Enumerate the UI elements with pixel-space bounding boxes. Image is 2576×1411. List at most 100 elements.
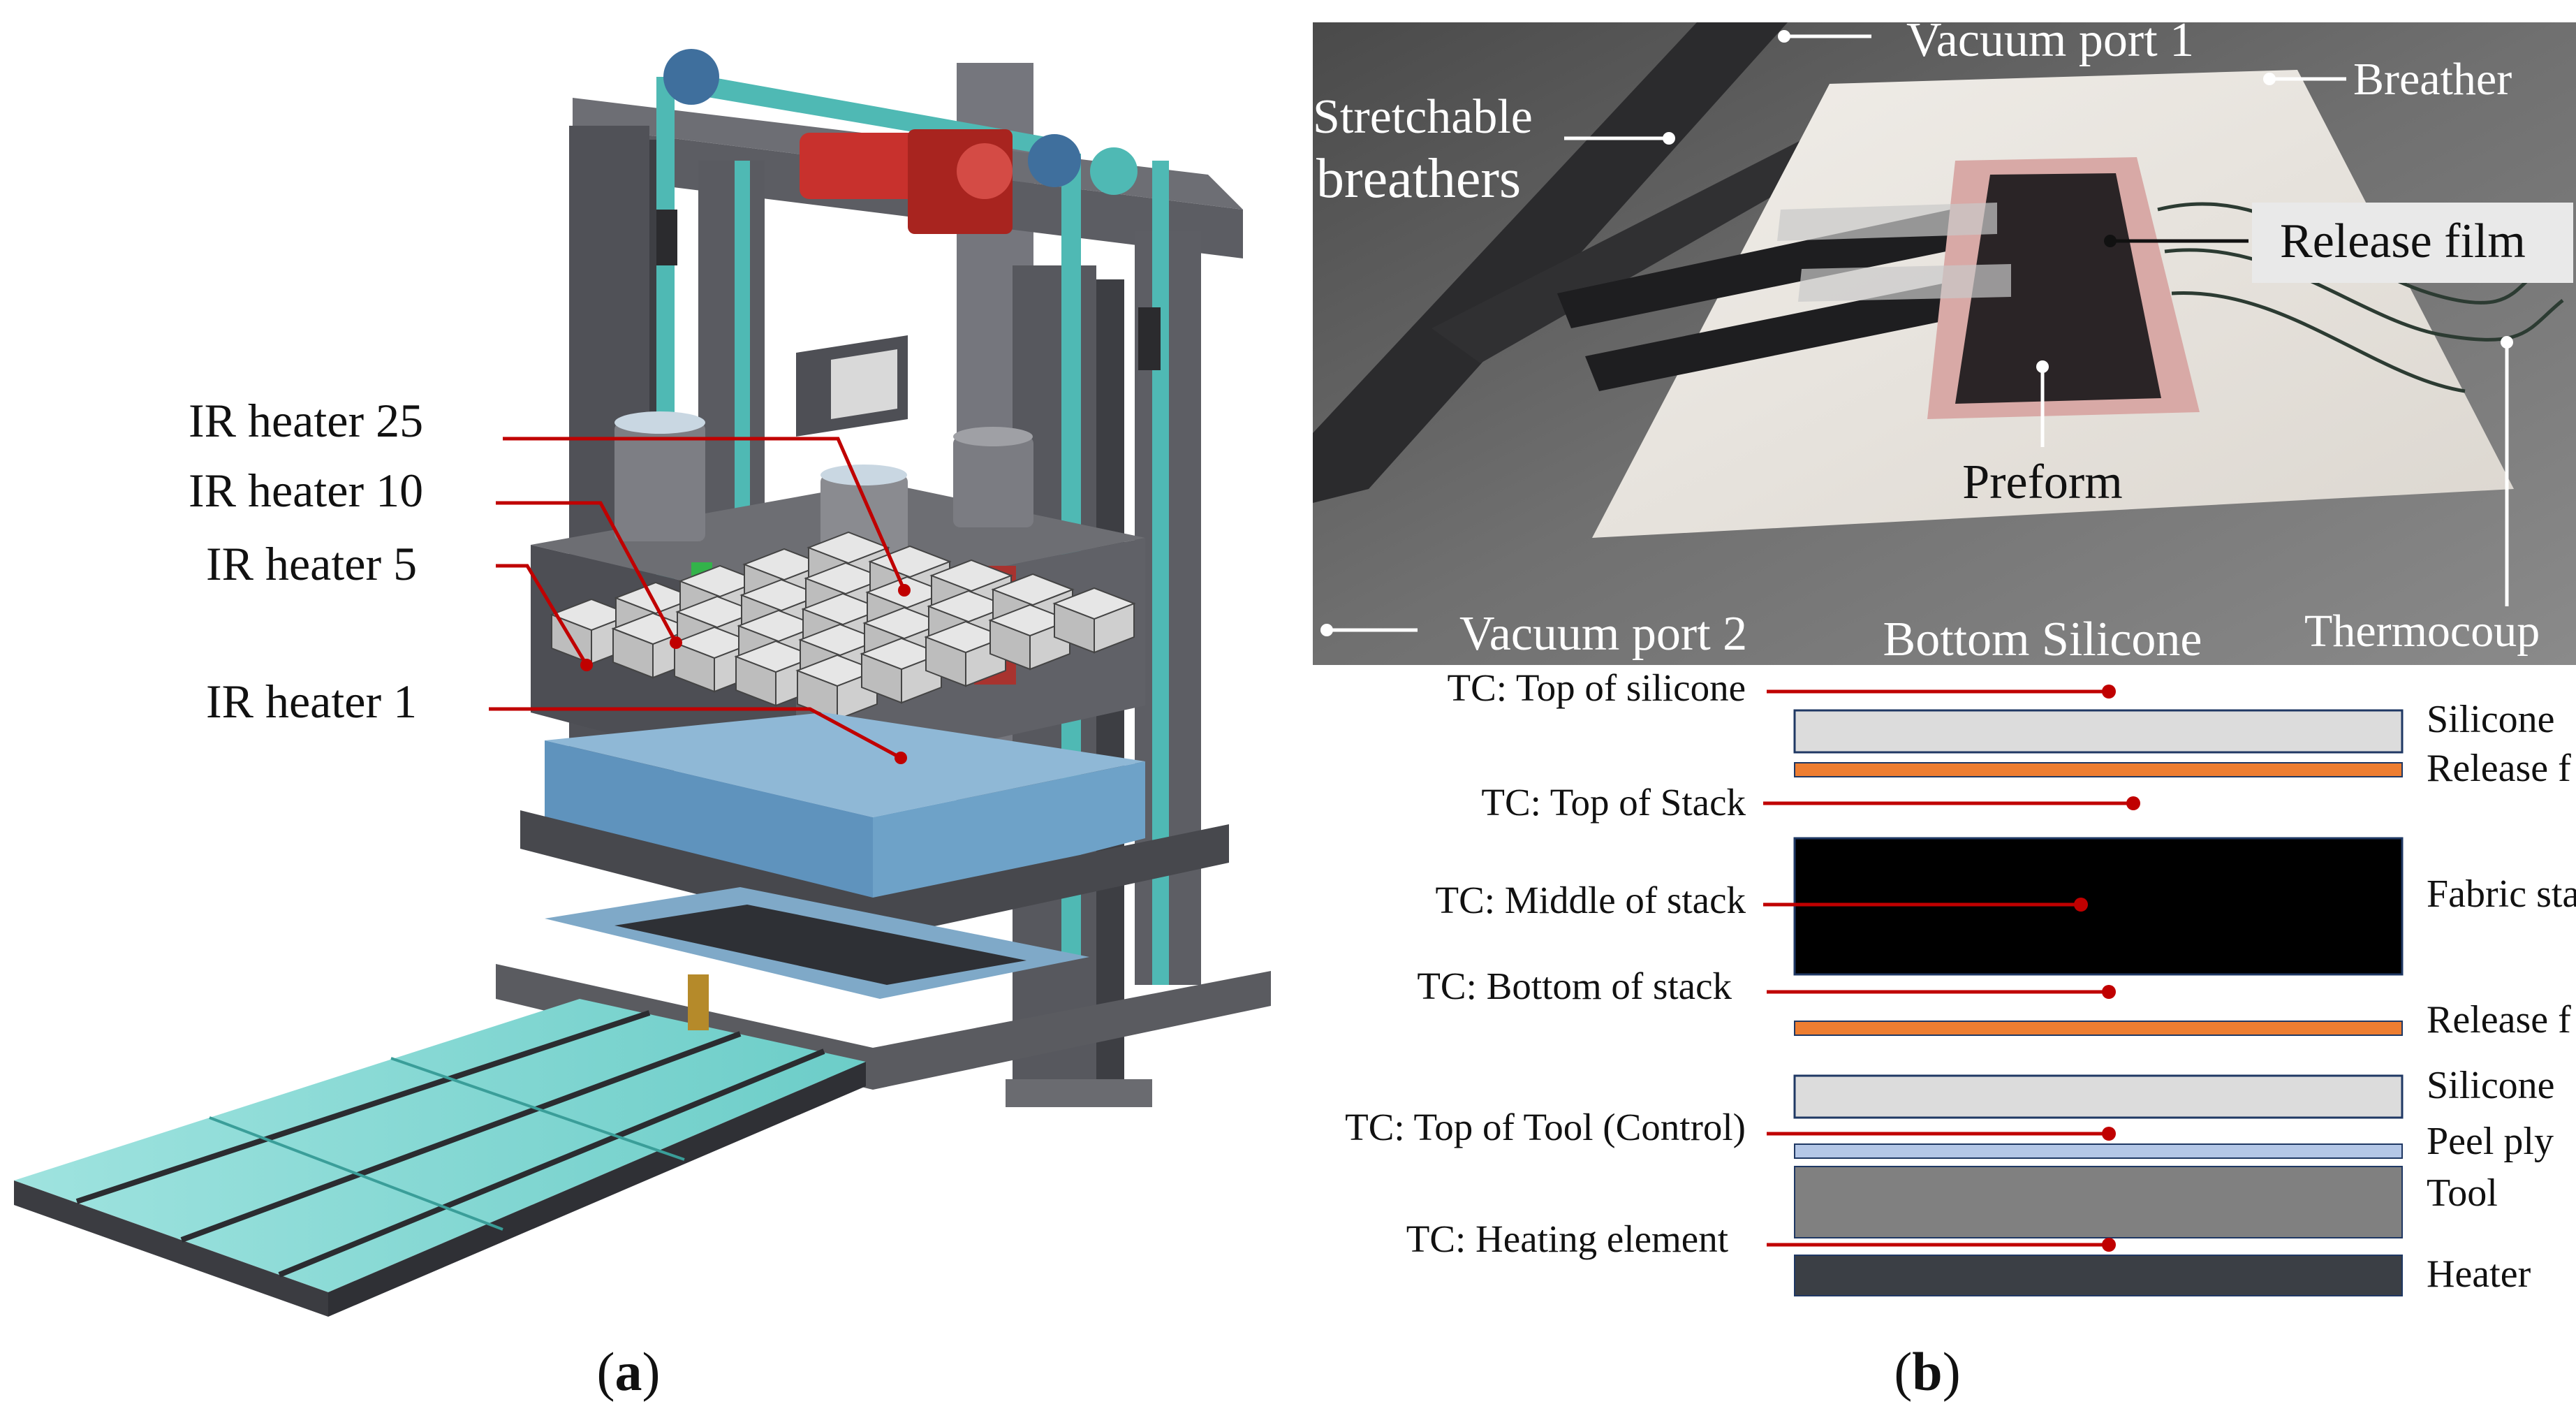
cylinder-1 xyxy=(614,423,705,541)
tc-middle-of-stack-dot xyxy=(2074,898,2088,912)
ir-heater-1-label: IR heater 1 xyxy=(206,675,417,728)
rail-line-4 xyxy=(209,1116,503,1231)
ir-heater-10-leader xyxy=(496,501,678,644)
left-spring xyxy=(656,210,677,265)
layer-bottom-silicone xyxy=(1793,1074,2404,1119)
ir-heater-10-leader-dot xyxy=(670,636,682,649)
gearbox-hub xyxy=(957,143,1013,199)
tc-heating-element-label: TC: Heating element xyxy=(1406,1218,1728,1260)
layer-name-fabric-stack: Fabric sta xyxy=(2427,872,2576,916)
ir-heater-10-label: IR heater 10 xyxy=(189,464,423,517)
panel-b-caption: (b) xyxy=(1894,1341,1960,1402)
vacuum-port-1-label: Vacuum port 1 xyxy=(1906,13,2194,67)
stretchable-label: Stretchable xyxy=(1313,90,1533,144)
rail-line-3 xyxy=(278,1048,825,1278)
ir-heater-5-label: IR heater 5 xyxy=(206,537,417,590)
layer-name-release-film-bottom: Release f xyxy=(2427,998,2571,1041)
right-pulley-2 xyxy=(1090,147,1138,195)
tc-top-of-stack-label: TC: Top of Stack xyxy=(1481,781,1746,824)
cylinder-1-top xyxy=(614,411,705,434)
cylinder-2-top xyxy=(820,465,907,485)
layer-tool xyxy=(1794,1166,2403,1238)
right-spring xyxy=(1138,307,1161,370)
tc-heating-element-dot xyxy=(2102,1238,2116,1252)
tc-bottom-of-stack-dot xyxy=(2102,985,2116,999)
cylinder-3 xyxy=(953,437,1033,527)
peel-strip-2 xyxy=(1798,264,2011,302)
ir-heater-box-top xyxy=(991,573,1075,606)
left-dark-strip-2 xyxy=(1431,126,1871,363)
layer-name-tool: Tool xyxy=(2427,1171,2498,1215)
ir-heater-1-leader xyxy=(489,707,902,760)
blue-bed-right xyxy=(873,761,1145,908)
lower-platen-inner xyxy=(614,905,1026,985)
vacuum-port-1-dot xyxy=(1778,30,1790,43)
breathers-label: breathers xyxy=(1316,148,1521,210)
panel-b-photo: Vacuum port 1 Breather Stretchable breat… xyxy=(1313,13,2576,666)
ir-heater-grid xyxy=(550,531,1136,721)
stretchable-dot xyxy=(1663,132,1675,145)
layer-heater xyxy=(1794,1255,2403,1296)
ir-heater-25-label: IR heater 25 xyxy=(189,394,423,447)
ir-heater-5-leader xyxy=(496,564,589,666)
thermocouple-label: Thermocoup xyxy=(2304,606,2540,657)
layer-top-release-film xyxy=(1794,762,2403,777)
vacuum-port-2-dot xyxy=(1320,624,1333,636)
tc-bottom-of-stack-label: TC: Bottom of stack xyxy=(1417,965,1732,1007)
layer-peel-ply xyxy=(1794,1143,2403,1159)
layer-name-heater: Heater xyxy=(2427,1252,2531,1296)
thermocouple-dot xyxy=(2501,336,2513,349)
dark-frame-band xyxy=(520,810,1229,940)
release-film-label-box xyxy=(2252,203,2573,283)
panel-a-caption: (a) xyxy=(597,1341,661,1402)
right-post-foot xyxy=(1006,1079,1152,1107)
vacuum-port-2-label: Vacuum port 2 xyxy=(1459,607,1747,661)
bottom-silicone-label: Bottom Silicone xyxy=(1883,613,2202,666)
ir-heater-1-leader-dot xyxy=(895,752,907,764)
ir-heater-25-leader xyxy=(503,437,906,592)
ir-heater-box-top xyxy=(1052,587,1136,620)
ir-heater-box-top xyxy=(929,559,1013,592)
valve-fitting xyxy=(688,974,709,1030)
tc-top-of-silicone-dot xyxy=(2102,685,2116,699)
cylinder-3-top xyxy=(953,427,1033,446)
layer-name-silicone-top: Silicone xyxy=(2427,698,2555,741)
layer-top-silicone xyxy=(1793,709,2404,754)
release-film-label: Release film xyxy=(2280,214,2526,268)
blue-bed-top xyxy=(545,712,1145,817)
layer-name-peel-ply: Peel ply xyxy=(2427,1120,2554,1163)
layer-name-silicone-bottom: Silicone xyxy=(2427,1064,2555,1107)
rail-line-1 xyxy=(75,1010,651,1204)
peel-strip-1 xyxy=(1777,203,1997,241)
right-pulley xyxy=(1028,134,1081,187)
slide-table-side xyxy=(328,1062,866,1317)
motor-body xyxy=(800,133,939,199)
breather-dot xyxy=(2263,73,2276,85)
release-film-dot xyxy=(2104,235,2117,247)
blue-bed-left xyxy=(545,740,873,908)
preform-dot xyxy=(2036,360,2049,373)
control-box-face xyxy=(831,349,897,419)
ir-heater-5-leader-dot xyxy=(580,659,593,671)
rail-line-2 xyxy=(180,1031,742,1243)
layer-bottom-release-film xyxy=(1794,1021,2403,1036)
tc-top-of-tool-dot xyxy=(2102,1127,2116,1141)
preform-label: Preform xyxy=(1962,455,2122,509)
tc-top-of-tool-label: TC: Top of Tool (Control) xyxy=(1345,1106,1746,1148)
left-pulley xyxy=(663,49,719,105)
tc-top-of-silicone-label: TC: Top of silicone xyxy=(1448,666,1746,709)
tc-top-of-stack-dot xyxy=(2126,796,2140,810)
slide-table-front xyxy=(14,1180,328,1317)
ir-heater-25-leader-dot xyxy=(898,584,911,597)
panel-b-stack-schematic: Silicone Release f Fabric sta Release f … xyxy=(1345,666,2576,1402)
ir-heater-box-top xyxy=(807,531,890,564)
thermocouple-wires xyxy=(2157,202,2564,393)
stretchable-strip-2 xyxy=(1585,272,2011,391)
tc-middle-of-stack-label: TC: Middle of stack xyxy=(1435,879,1746,921)
rail-line-5 xyxy=(390,1057,685,1161)
layer-name-release-film-top: Release f xyxy=(2427,747,2571,790)
breather-label: Breather xyxy=(2353,54,2512,105)
panel-a-machine-drawing: IR heater 25 IR heater 10 IR heater 5 IR… xyxy=(14,49,1271,1402)
preform-area xyxy=(1955,173,2161,404)
